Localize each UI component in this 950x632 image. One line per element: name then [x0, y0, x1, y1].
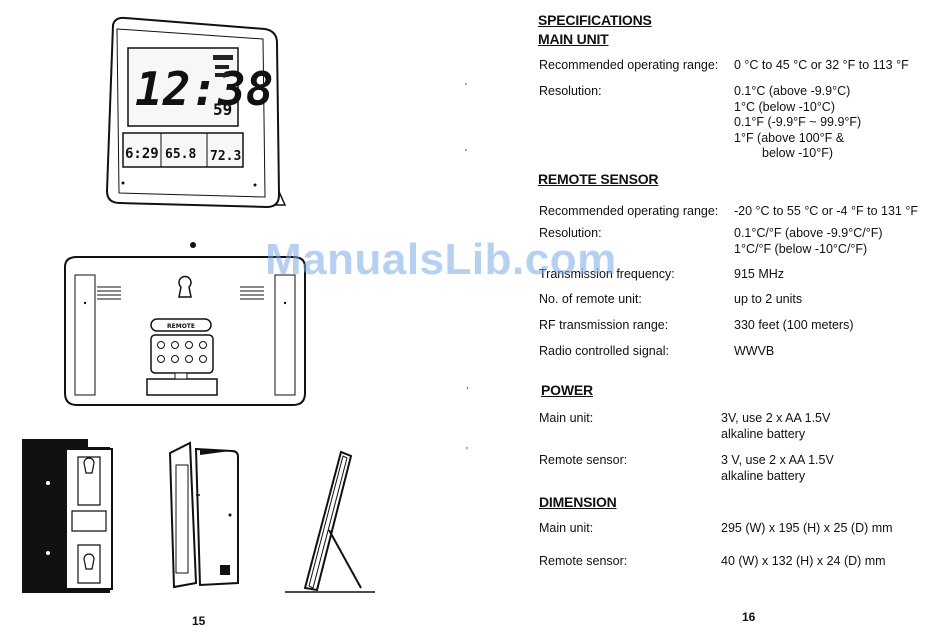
spec-label: Recommended operating range:: [539, 58, 719, 72]
spec-label: Recommended operating range:: [539, 204, 719, 218]
margin-mark: ,: [466, 380, 469, 391]
date-digits: 6:29: [125, 146, 159, 162]
spec-value: 3V, use 2 x AA 1.5V alkaline battery: [721, 411, 831, 441]
specifications-title: SPECIFICATIONS: [538, 12, 652, 28]
spec-value: -20 °C to 55 °C or -4 °F to 131 °F: [734, 204, 918, 218]
spec-value: 0 °C to 45 °C or 32 °F to 113 °F: [734, 58, 909, 72]
spec-value: WWVB: [734, 344, 775, 358]
spec-label: Main unit:: [539, 411, 594, 425]
main-unit-subtitle: MAIN UNIT: [538, 31, 609, 47]
sensor-battery-illustration: [168, 441, 239, 589]
dimension-title: DIMENSION: [539, 494, 617, 510]
sensor-wall-mount-illustration: [22, 439, 113, 593]
spec-label: Remote sensor:: [539, 453, 628, 467]
margin-mark: ': [465, 148, 467, 159]
left-page: 12:38 59 6:29 65.8 72.3 REMOTE: [0, 0, 470, 632]
page-number-right: 16: [742, 610, 756, 624]
spec-label: Radio controlled signal:: [539, 344, 669, 358]
spec-value: 915 MHz: [734, 267, 785, 281]
page-number-left: 15: [192, 614, 206, 628]
remote-sensor-title: REMOTE SENSOR: [538, 171, 659, 187]
time-digits: 12:38: [135, 62, 273, 116]
spec-value: up to 2 units: [734, 292, 803, 306]
spec-value: 40 (W) x 132 (H) x 24 (D) mm: [721, 554, 886, 568]
spec-label: Remote sensor:: [539, 554, 628, 568]
seconds-digits: 59: [213, 100, 232, 119]
margin-mark: ': [466, 446, 468, 457]
margin-mark: ': [465, 82, 467, 93]
right-page: SPECIFICATIONS MAIN UNIT Recommended ope…: [475, 0, 950, 632]
spec-value: 330 feet (100 meters): [734, 318, 854, 332]
remote-button-label: REMOTE: [167, 323, 195, 330]
indoor-digits: 65.8: [165, 147, 196, 162]
spec-value: 3 V, use 2 x AA 1.5V alkaline battery: [721, 453, 834, 483]
spec-label: Transmission frequency:: [539, 267, 675, 281]
sensor-stand-illustration: [285, 450, 375, 593]
spec-label: RF transmission range:: [539, 318, 669, 332]
spec-label: Resolution:: [539, 226, 602, 240]
spec-value: 0.1°C (above -9.9°C) 1°C (below -10°C) 0…: [734, 84, 862, 160]
spec-value: 295 (W) x 195 (H) x 25 (D) mm: [721, 521, 893, 535]
spec-label: Resolution:: [539, 84, 602, 98]
spec-value: 0.1°C/°F (above -9.9°C/°F) 1°C/°F (below…: [734, 226, 883, 256]
spec-label: Main unit:: [539, 521, 594, 535]
outdoor-digits: 72.3: [210, 149, 241, 164]
power-title: POWER: [541, 382, 593, 398]
back-view-illustration: REMOTE: [64, 242, 306, 406]
front-view-illustration: 12:38 59 6:29 65.8 72.3: [105, 16, 287, 209]
spec-label: No. of remote unit:: [539, 292, 642, 306]
